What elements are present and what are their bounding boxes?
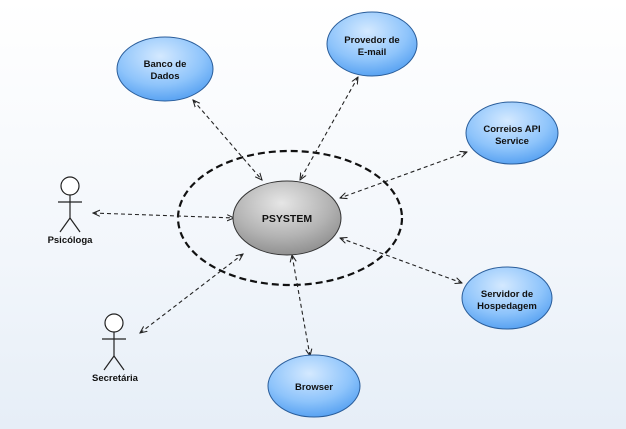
correios-label-line1: Correios API bbox=[483, 124, 540, 135]
connector-browser bbox=[292, 255, 310, 356]
connector-banco bbox=[193, 100, 262, 180]
connector-secretaria bbox=[140, 254, 243, 333]
connector-correios bbox=[340, 152, 467, 198]
email-label-line2: E-mail bbox=[358, 47, 387, 58]
system-label: PSYSTEM bbox=[262, 213, 312, 225]
use-case-banco-de-dados[interactable]: Banco de Dados bbox=[116, 36, 214, 102]
banco-label-line2: Dados bbox=[150, 71, 179, 82]
banco-label-line1: Banco de bbox=[144, 59, 187, 70]
system-boundary bbox=[176, 149, 404, 287]
email-label-line1: Provedor de bbox=[344, 35, 399, 46]
connector-email bbox=[300, 77, 358, 180]
actor-head-icon bbox=[104, 313, 124, 333]
use-case-servidor-hospedagem[interactable]: Servidor de Hospedagem bbox=[461, 266, 553, 330]
servidor-label-line1: Servidor de bbox=[481, 289, 533, 300]
correios-label-line2: Service bbox=[495, 136, 529, 147]
servidor-label-line2: Hospedagem bbox=[477, 301, 537, 312]
system-use-case[interactable]: PSYSTEM bbox=[232, 180, 342, 256]
browser-label: Browser bbox=[295, 382, 333, 393]
actor-psicologa[interactable] bbox=[58, 176, 82, 233]
actor-secretaria[interactable] bbox=[102, 313, 126, 371]
actor-head-icon bbox=[60, 176, 80, 196]
connector-psicologa bbox=[93, 213, 234, 218]
use-case-provedor-email[interactable]: Provedor de E-mail bbox=[326, 11, 418, 77]
use-case-correios-api[interactable]: Correios API Service bbox=[465, 101, 559, 165]
actor-psicologa-label: Psicóloga bbox=[48, 235, 94, 246]
actor-secretaria-label: Secretária bbox=[92, 373, 139, 384]
connector-servidor bbox=[340, 238, 462, 283]
use-case-browser[interactable]: Browser bbox=[267, 354, 361, 418]
